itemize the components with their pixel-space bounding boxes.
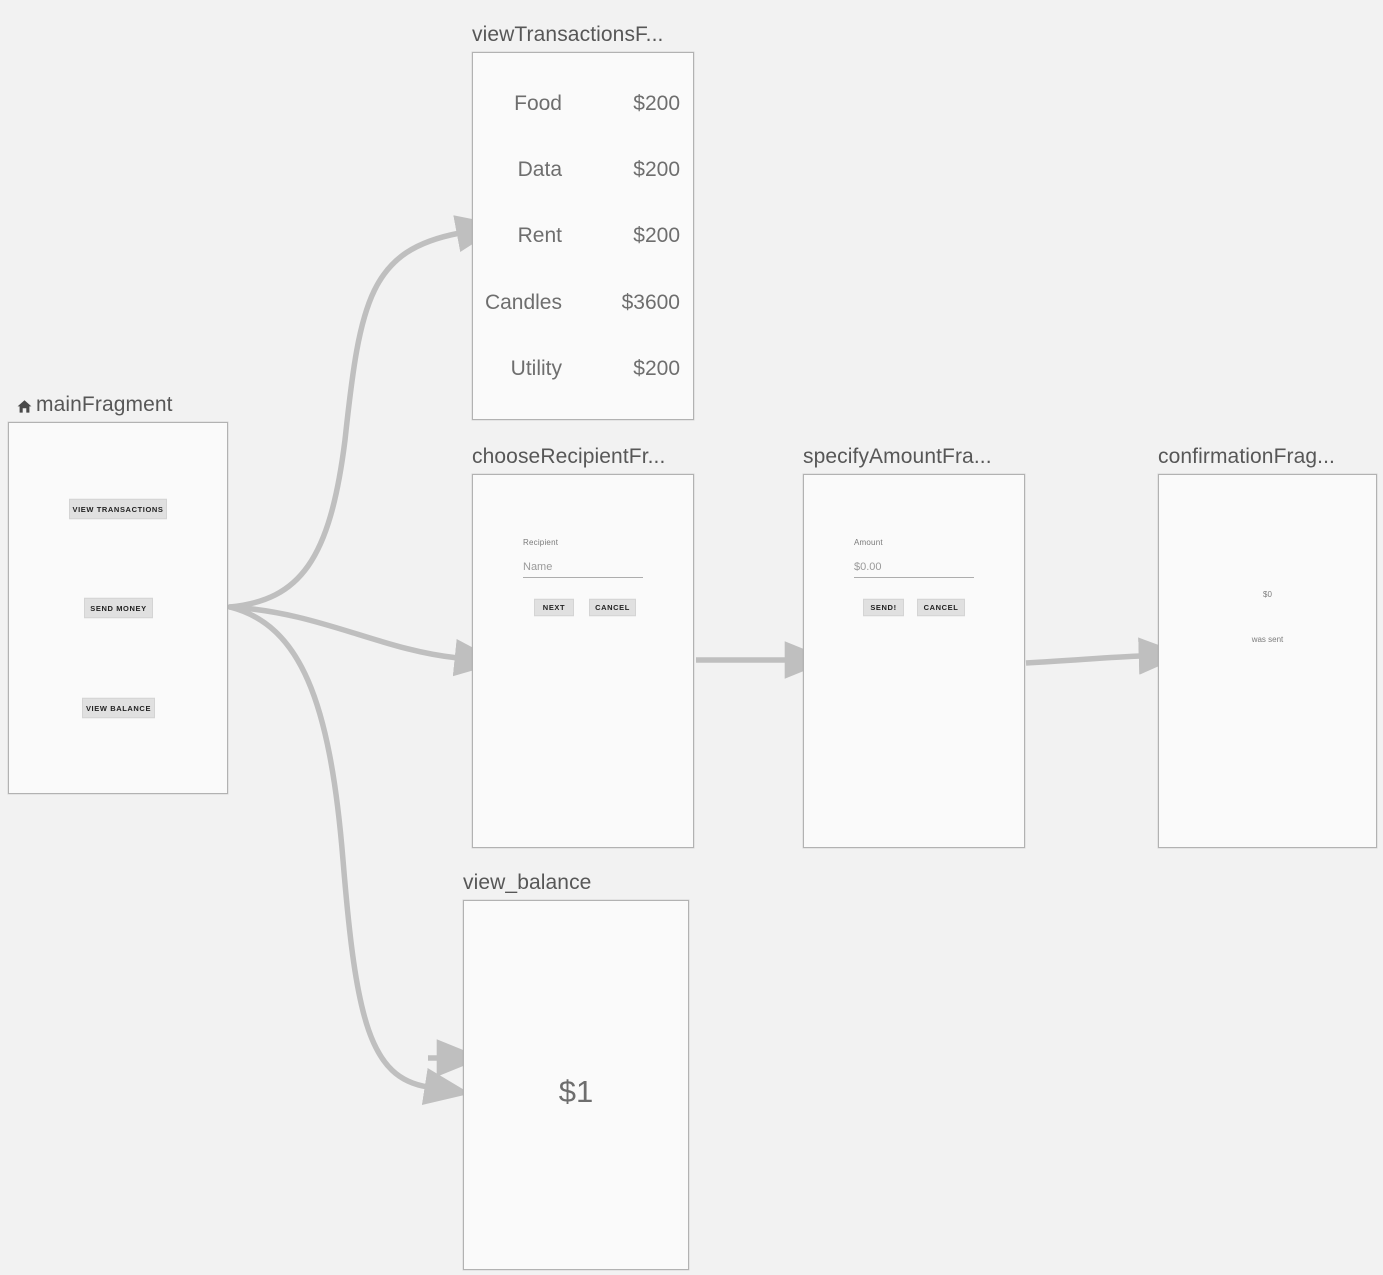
node-view-balance[interactable]: view_balance $1 — [463, 871, 689, 1270]
node-frame-specifyamountfragment — [803, 474, 1025, 848]
node-specifyamountfragment[interactable]: specifyAmountFra... Amount $0.00 SEND! C… — [803, 445, 1025, 848]
node-title-confirmationfragment: confirmationFrag... — [1158, 445, 1335, 468]
table-row: Candles $3600 — [484, 291, 680, 314]
confirmation-status: was sent — [1251, 634, 1284, 644]
table-row: Utility $200 — [484, 357, 680, 380]
transaction-amount: $3600 — [621, 291, 680, 314]
node-frame-mainfragment — [8, 422, 228, 794]
transaction-name: Data — [517, 158, 562, 181]
table-row: Food $200 — [484, 92, 680, 115]
node-title-viewtransactionsfragment: viewTransactionsF... — [472, 23, 664, 46]
transaction-name: Candles — [484, 291, 562, 314]
node-title-chooserecipientfragment: chooseRecipientFr... — [472, 445, 666, 468]
button-view-balance[interactable]: VIEW BALANCE — [82, 697, 155, 719]
send-button[interactable]: SEND! — [863, 598, 904, 617]
confirmation-amount: $0 — [1263, 589, 1272, 599]
transaction-name: Rent — [517, 224, 562, 247]
table-row: Rent $200 — [484, 224, 680, 247]
node-title-specifyamountfragment: specifyAmountFra... — [803, 445, 992, 468]
balance-amount: $1 — [558, 1074, 594, 1109]
transaction-amount: $200 — [633, 92, 680, 115]
table-row: Data $200 — [484, 158, 680, 181]
transaction-name: Food — [514, 92, 562, 115]
amount-label: Amount — [854, 538, 883, 547]
transaction-amount: $200 — [633, 158, 680, 181]
button-view-transactions[interactable]: VIEW TRANSACTIONS — [69, 498, 167, 520]
node-title-text: mainFragment — [36, 393, 173, 416]
action-main-to-view-balance — [227, 604, 471, 1105]
action-main-to-choose-recipient — [227, 604, 501, 677]
recipient-label: Recipient — [523, 538, 559, 547]
node-frame-viewtransactionsfragment — [472, 52, 694, 420]
next-button[interactable]: NEXT — [534, 598, 574, 617]
transaction-amount: $200 — [633, 224, 680, 247]
node-frame-confirmationfragment — [1158, 474, 1377, 848]
transaction-amount: $200 — [633, 357, 680, 380]
node-mainfragment[interactable]: mainFragment VIEW TRANSACTIONS SEND MONE… — [8, 393, 228, 794]
node-viewtransactionsfragment[interactable]: viewTransactionsF... Food $200 Data $200… — [472, 23, 694, 420]
cancel-button[interactable]: CANCEL — [589, 598, 636, 617]
amount-input[interactable]: $0.00 — [854, 561, 974, 578]
node-frame-chooserecipientfragment — [472, 474, 694, 848]
node-title-mainfragment: mainFragment — [16, 393, 173, 417]
node-chooserecipientfragment[interactable]: chooseRecipientFr... Recipient Name NEXT… — [472, 445, 694, 848]
recipient-input[interactable]: Name — [523, 561, 643, 578]
cancel-button[interactable]: CANCEL — [917, 598, 965, 617]
node-frame-view-balance — [463, 900, 689, 1270]
action-specify-amount-to-confirmation — [1025, 637, 1185, 675]
node-title-view-balance: view_balance — [463, 871, 592, 894]
node-confirmationfragment[interactable]: confirmationFrag... $0 was sent — [1158, 445, 1377, 848]
action-main-to-transactions — [227, 215, 503, 610]
transaction-name: Utility — [510, 357, 562, 380]
home-icon — [16, 397, 33, 414]
button-send-money[interactable]: SEND MONEY — [84, 597, 153, 619]
